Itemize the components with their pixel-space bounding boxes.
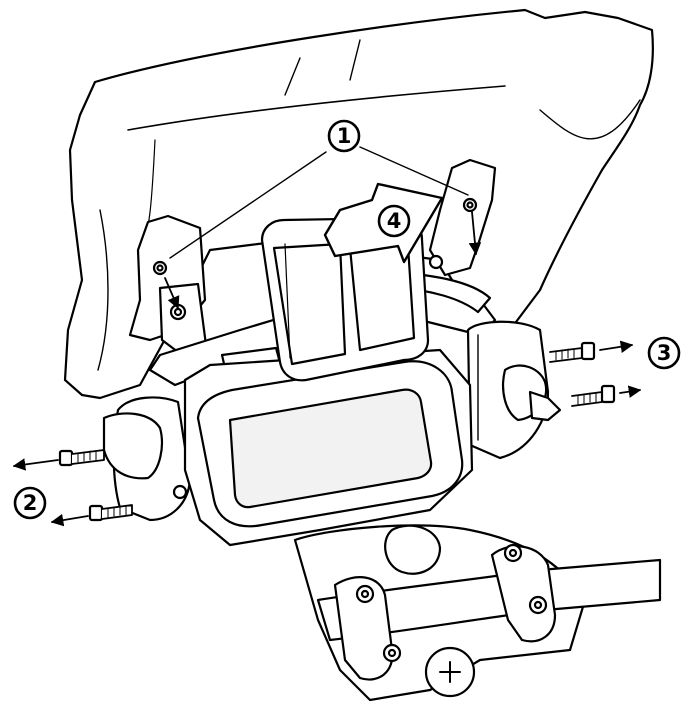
callout-2: 2 [13, 486, 47, 520]
callout-2-label: 2 [23, 491, 38, 515]
callout-1: 1 [327, 119, 361, 153]
bolt-left-upper [58, 449, 105, 467]
bolt-left-lower [88, 504, 133, 522]
bolt-right-lower [571, 384, 616, 407]
dashboard-display [196, 360, 464, 528]
handlebar-mount [293, 524, 662, 702]
right-bracket [428, 158, 497, 277]
arrow-out-right-upper [599, 340, 634, 353]
screw-hole-left [152, 260, 168, 276]
screw-hole-right [462, 197, 478, 213]
callout-3: 3 [647, 336, 681, 370]
arrow-out-left-lower [50, 513, 89, 527]
riser-bolt [355, 584, 375, 604]
arrow-out-left-upper [12, 458, 59, 471]
leader-1-right [359, 146, 469, 196]
callout-4-label: 4 [387, 209, 402, 233]
callout-3-label: 3 [657, 341, 672, 365]
left-clamp [102, 396, 192, 522]
display-screen [228, 388, 433, 509]
bolt-right-upper [549, 341, 596, 363]
arrow-screw-right [468, 211, 482, 256]
callout-1-label: 1 [337, 124, 352, 148]
callout-4: 4 [377, 204, 411, 238]
right-clamp [436, 320, 562, 460]
arrow-out-right-lower [619, 385, 642, 398]
arrow-screw-left [164, 277, 180, 310]
leader-1-left [169, 151, 327, 259]
